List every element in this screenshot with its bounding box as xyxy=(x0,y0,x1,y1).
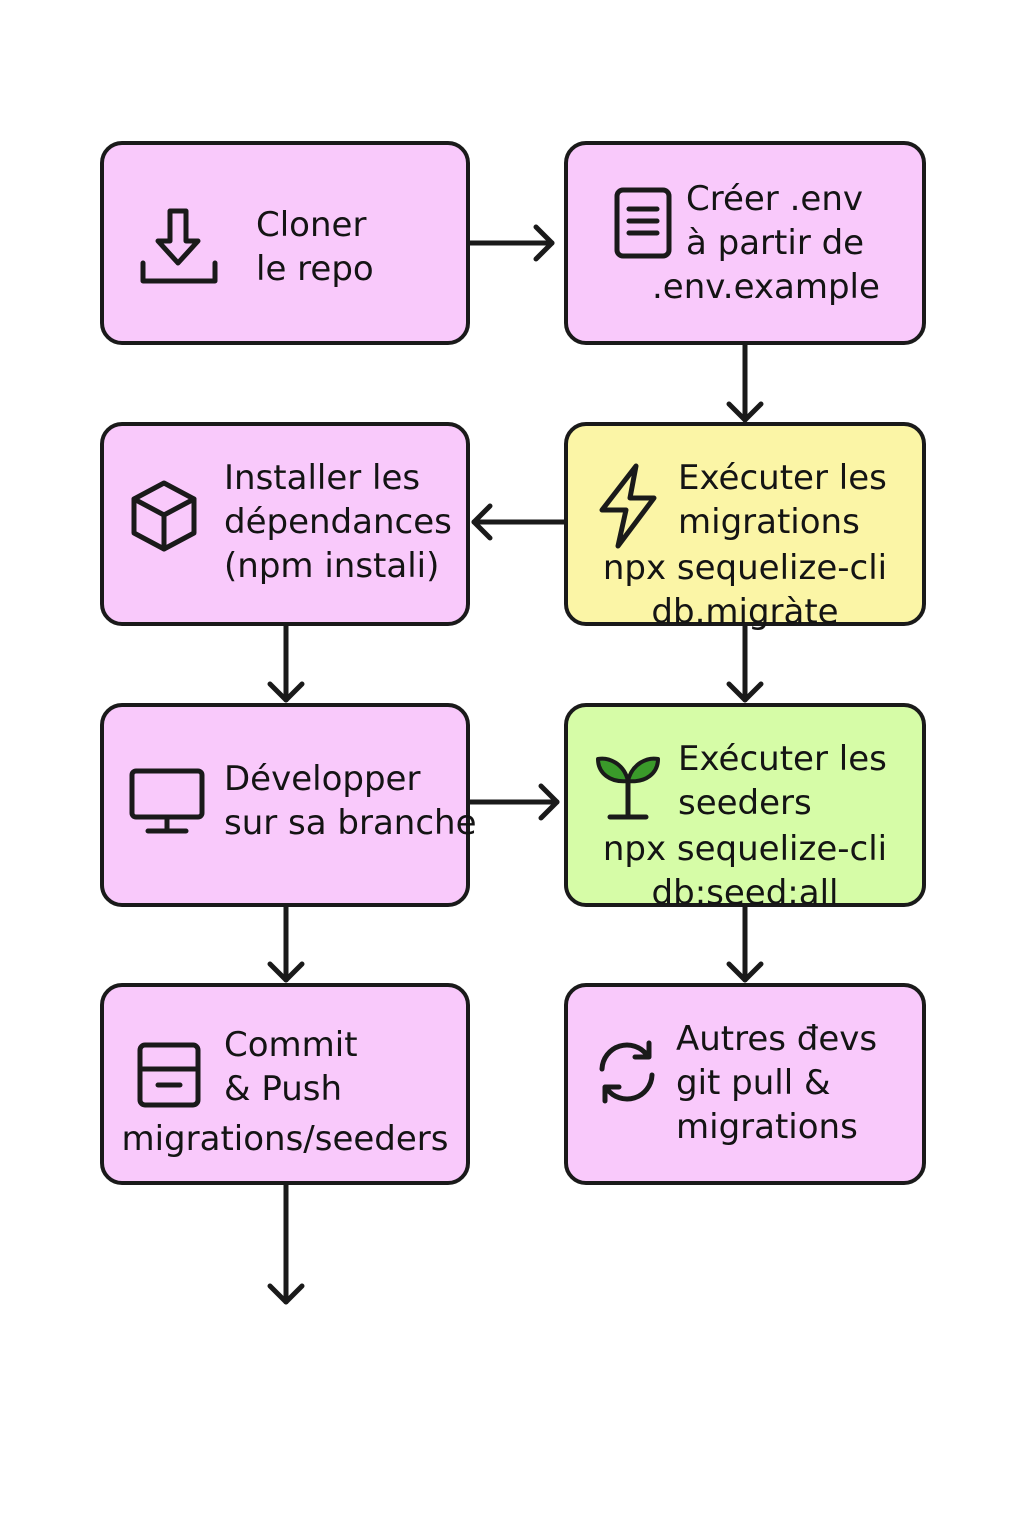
step-label-line: migrations xyxy=(678,502,860,542)
step-label-line: Cloner xyxy=(256,205,367,245)
arrow-migrate-to-seed xyxy=(726,623,764,703)
step-label-line: à partir de xyxy=(686,223,865,263)
step-run-seeders: Exécuter les seeders npx sequelize-cli d… xyxy=(564,703,926,913)
refresh-sync-icon xyxy=(594,1039,660,1105)
step-command-line: db:seed:all xyxy=(651,873,839,913)
step-label-line: .env.example xyxy=(652,267,880,307)
arrow-head xyxy=(726,961,764,983)
arrow-head xyxy=(726,401,764,423)
step-command-line: migrations/seeders xyxy=(121,1119,449,1159)
step-command-line: npx sequelize-cli xyxy=(602,548,888,588)
step-create-env: Créer .env à partir de .env.example xyxy=(564,141,926,345)
archive-drawer-icon xyxy=(136,1041,202,1109)
arrow-head xyxy=(471,503,493,541)
seedling-icon xyxy=(594,751,662,823)
lightning-bolt-icon xyxy=(596,462,660,550)
package-box-icon xyxy=(128,478,200,554)
step-run-migrations: Exécuter les migrations npx sequelize-cl… xyxy=(564,422,926,632)
step-install-dependencies: Installer les dépendances (npm instali) xyxy=(100,422,470,626)
step-label-line: migrations xyxy=(676,1107,858,1147)
step-command-line: db.migràte xyxy=(651,592,839,632)
step-label-line: Développer xyxy=(224,759,421,799)
arrow-migrate-to-install xyxy=(471,503,567,541)
arrow-env-to-migrate xyxy=(726,342,764,423)
step-label-line: Commit xyxy=(224,1025,358,1065)
document-icon xyxy=(612,185,676,263)
arrow-head xyxy=(267,681,305,703)
step-label-line: git pull & xyxy=(676,1063,831,1103)
arrow-clone-to-env xyxy=(467,224,555,262)
step-label-line: seeders xyxy=(678,783,812,823)
step-label-line: (npm instali) xyxy=(224,546,440,586)
arrow-head xyxy=(267,961,305,983)
arrow-head xyxy=(726,681,764,703)
step-label-line: Autres đevs xyxy=(676,1019,878,1059)
step-label-line: Créer .env xyxy=(686,179,863,219)
arrow-install-to-dev xyxy=(267,623,305,703)
step-label-line: Exécuter les xyxy=(678,458,887,498)
step-other-devs-pull: Autres đevs git pull & migrations xyxy=(564,983,926,1185)
arrow-commit-out xyxy=(267,1182,305,1305)
step-label-line: dépendances xyxy=(224,502,452,542)
arrow-head xyxy=(533,224,555,262)
step-label-line: Exécuter les xyxy=(678,739,887,779)
monitor-icon xyxy=(128,767,206,837)
step-label-line: le repo xyxy=(256,249,374,289)
arrow-seed-to-others xyxy=(726,904,764,983)
arrow-dev-to-commit xyxy=(267,904,305,983)
step-label-line: & Push xyxy=(224,1069,343,1109)
arrow-head xyxy=(267,1283,305,1305)
step-label-line: sur sa branche xyxy=(224,803,477,843)
step-develop-branch: Développer sur sa branche xyxy=(100,703,477,907)
step-commit-push: Commit & Push migrations/seeders xyxy=(100,983,470,1185)
download-icon xyxy=(138,207,220,289)
step-label-line: Installer les xyxy=(224,458,421,498)
step-command-line: npx sequelize-cli xyxy=(602,829,888,869)
arrow-dev-to-seed xyxy=(467,783,560,821)
arrow-head xyxy=(538,783,560,821)
step-clone-repo: Cloner le repo xyxy=(100,141,470,345)
